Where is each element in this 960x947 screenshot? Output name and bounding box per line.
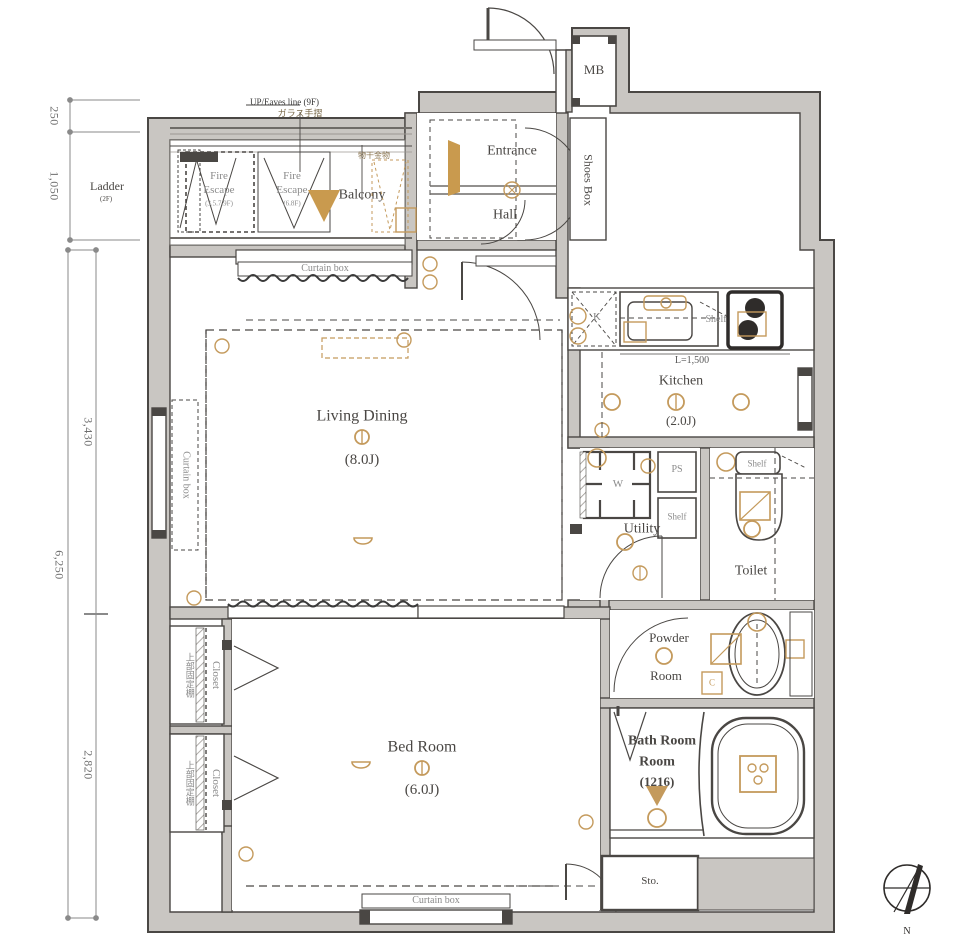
- compass-north-label: N: [903, 925, 911, 937]
- meter-box: [571, 35, 617, 107]
- room-label-powder-room: Powder: [649, 630, 689, 646]
- kitchen-counter-length-label: L=1,500: [674, 354, 710, 366]
- ladder-label: Ladder: [90, 179, 124, 193]
- washer-label: W: [612, 478, 624, 491]
- dimension-2820: 2,820: [81, 750, 96, 780]
- ladder-floor-label: (2F): [100, 195, 113, 203]
- dimension-lines: [65, 97, 140, 921]
- curtain-box-label-top: Curtain box: [301, 262, 349, 274]
- bed-room-area: [169, 619, 617, 925]
- room-label-entrance: Entrance: [487, 143, 537, 159]
- living-dining-area: [151, 256, 610, 619]
- powder-room-area: [610, 610, 814, 698]
- kitchen-k-label: K: [593, 311, 601, 324]
- shelf-label-toilet: Shelf: [747, 458, 767, 469]
- eaves-line-label: UP/Eaves line (9F): [250, 97, 319, 107]
- kitchen-area: [561, 287, 815, 600]
- closet-label-2: Closet: [209, 768, 222, 798]
- shoes-box-label: Shoes Box: [581, 154, 596, 206]
- curtain-box-label-bottom: Curtain box: [412, 894, 460, 906]
- storage-area: [600, 854, 815, 912]
- dimension-250: 250: [47, 106, 62, 126]
- room-label-toilet: Toilet: [734, 563, 768, 579]
- bath-room-area: [609, 706, 815, 839]
- room-label-balcony: Balcony: [338, 187, 386, 203]
- fire-escape-1-label-2: Escape: [203, 184, 235, 197]
- toilet-area: [710, 448, 814, 600]
- room-label-bed-room: Bed Room: [387, 738, 457, 756]
- clothes-hanger-label: 物干金物: [358, 150, 390, 160]
- closet-shelf-note-2: 上部固定棚: [183, 760, 194, 806]
- fire-escape-1-label: Fire: [210, 170, 228, 183]
- meter-box-label: MB: [583, 62, 605, 78]
- room-label-bath-room: Bath Room: [627, 733, 697, 749]
- compass-rose: [883, 864, 931, 914]
- room-size-living-dining: (8.0J): [344, 452, 380, 469]
- fire-escape-2-label: Fire: [283, 170, 301, 183]
- curtain-box-label-left: Curtain box: [180, 451, 192, 499]
- fire-escape-2-floors: (6.8F): [283, 199, 301, 208]
- entrance-hall: [417, 7, 607, 341]
- room-label-kitchen: Kitchen: [658, 373, 704, 389]
- room-label-powder-room-2: Room: [650, 668, 682, 684]
- room-size-bed-room: (6.0J): [404, 782, 440, 799]
- room-label-living-dining: Living Dining: [316, 407, 408, 425]
- glass-handrail-label: ガラス手摺: [277, 109, 323, 120]
- shelf-label-utility: Shelf: [667, 511, 687, 522]
- room-label-storage: Sto.: [641, 875, 659, 888]
- fire-escape-1-floors: (3.5.7.9F): [205, 199, 233, 208]
- closet-shelf-note-1: 上部固定棚: [183, 652, 194, 698]
- utility-area: [570, 448, 700, 600]
- counter-c-label: C: [708, 677, 716, 688]
- room-label-bath-room-2: Room: [639, 754, 675, 770]
- room-label-hall: Hall: [492, 207, 518, 223]
- dimension-1050: 1,050: [47, 171, 62, 201]
- kitchen-shelf-label: Shelf: [705, 313, 727, 325]
- dimension-6250: 6,250: [52, 550, 67, 580]
- ps-label: PS: [671, 463, 683, 475]
- room-size-kitchen: (2.0J): [666, 413, 696, 429]
- dimension-3430: 3,430: [81, 417, 96, 447]
- closet-label-1: Closet: [209, 660, 222, 690]
- fire-escape-2-label-2: Escape: [276, 184, 308, 197]
- room-label-utility: Utility: [623, 521, 661, 537]
- room-size-bath-room: (1216): [639, 774, 675, 790]
- balcony-area: [169, 104, 417, 265]
